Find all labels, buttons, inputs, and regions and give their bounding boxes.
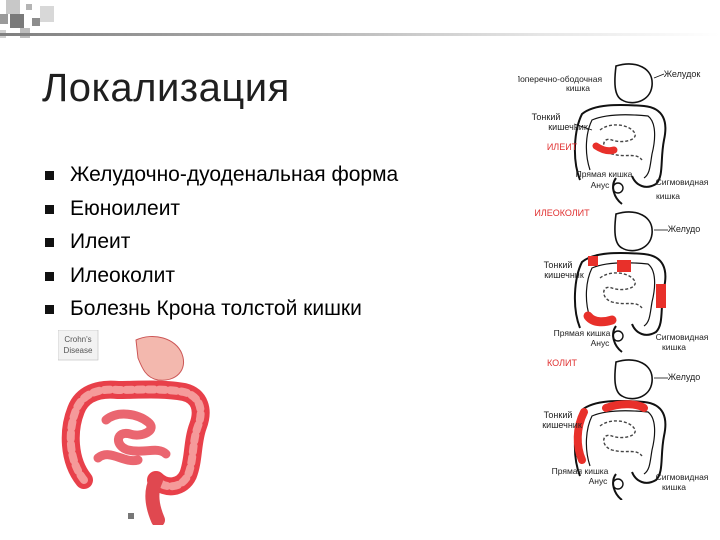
square-bullet-icon xyxy=(45,171,54,180)
diagram-name: КОЛИТ xyxy=(547,358,577,368)
header-rule xyxy=(0,33,720,36)
slide-title: Локализация xyxy=(42,66,290,110)
svg-text:кишка: кишка xyxy=(662,482,686,492)
bullet-item: Еюноилеит xyxy=(42,194,398,228)
ileitis-diagram: Поперечно-ободочная кишка Желудок Тонкий… xyxy=(518,63,709,205)
svg-text:кишка: кишка xyxy=(566,83,590,93)
crohns-disease-illustration: Crohn's Disease xyxy=(58,330,210,525)
svg-text:кишечник: кишечник xyxy=(544,270,584,280)
rectum-label: Прямая кишка xyxy=(554,328,611,338)
svg-text:кишка: кишка xyxy=(656,191,680,201)
stomach-label: Желудо xyxy=(668,224,701,234)
sigmoid-label: Сигмовидная xyxy=(656,472,709,482)
anus-label: Анус xyxy=(589,476,609,486)
diagram-name: ИЛЕИТ xyxy=(547,142,578,152)
stomach-label: Желудо xyxy=(668,372,701,382)
corner-decoration xyxy=(0,0,54,38)
stomach-label: Желудок xyxy=(664,69,701,79)
anus-label: Анус xyxy=(591,180,611,190)
small-intestine-label: Тонкий xyxy=(544,260,573,270)
square-bullet-icon xyxy=(45,204,54,214)
rectum-label: Прямая кишка xyxy=(552,466,609,476)
illustration-label: Crohn's xyxy=(64,335,91,344)
bullet-item: Илеит xyxy=(42,227,398,261)
colon-label: Поперечно-ободочная xyxy=(518,74,602,84)
svg-text:кишечник: кишечник xyxy=(548,122,588,132)
square-bullet-icon xyxy=(45,305,54,314)
diagram-name: ИЛЕОКОЛИТ xyxy=(534,208,590,218)
square-bullet-icon xyxy=(45,238,54,247)
bullet-item: Илеоколит xyxy=(42,261,398,295)
anus-label: Анус xyxy=(591,338,611,348)
illustration-label: Disease xyxy=(64,346,93,355)
localization-diagrams: Поперечно-ободочная кишка Желудок Тонкий… xyxy=(518,63,709,500)
leader-lines xyxy=(573,73,668,379)
svg-text:кишка: кишка xyxy=(662,342,686,352)
bullet-list: Желудочно-дуоденальная форма Еюноилеит И… xyxy=(42,160,398,328)
square-bullet-icon xyxy=(45,271,54,281)
svg-text:кишечник: кишечник xyxy=(542,420,582,430)
small-intestine-label: Тонкий xyxy=(532,112,561,122)
ileocolitis-diagram: ИЛЕОКОЛИТ Желудо Тонкий кишечник Прямая … xyxy=(534,208,709,353)
bullet-item: Желудочно-дуоденальная форма xyxy=(42,160,398,194)
rectum-label: Прямая кишка xyxy=(576,169,633,179)
bullet-item: Болезнь Крона толстой кишки xyxy=(42,294,398,328)
sigmoid-label: Сигмовидная xyxy=(656,332,709,342)
colitis-diagram: КОЛИТ Желудо Тонкий кишечник Прямая кишк… xyxy=(542,358,709,500)
small-intestine-label: Тонкий xyxy=(544,410,573,420)
sigmoid-label: Сигмовидная xyxy=(656,177,709,187)
